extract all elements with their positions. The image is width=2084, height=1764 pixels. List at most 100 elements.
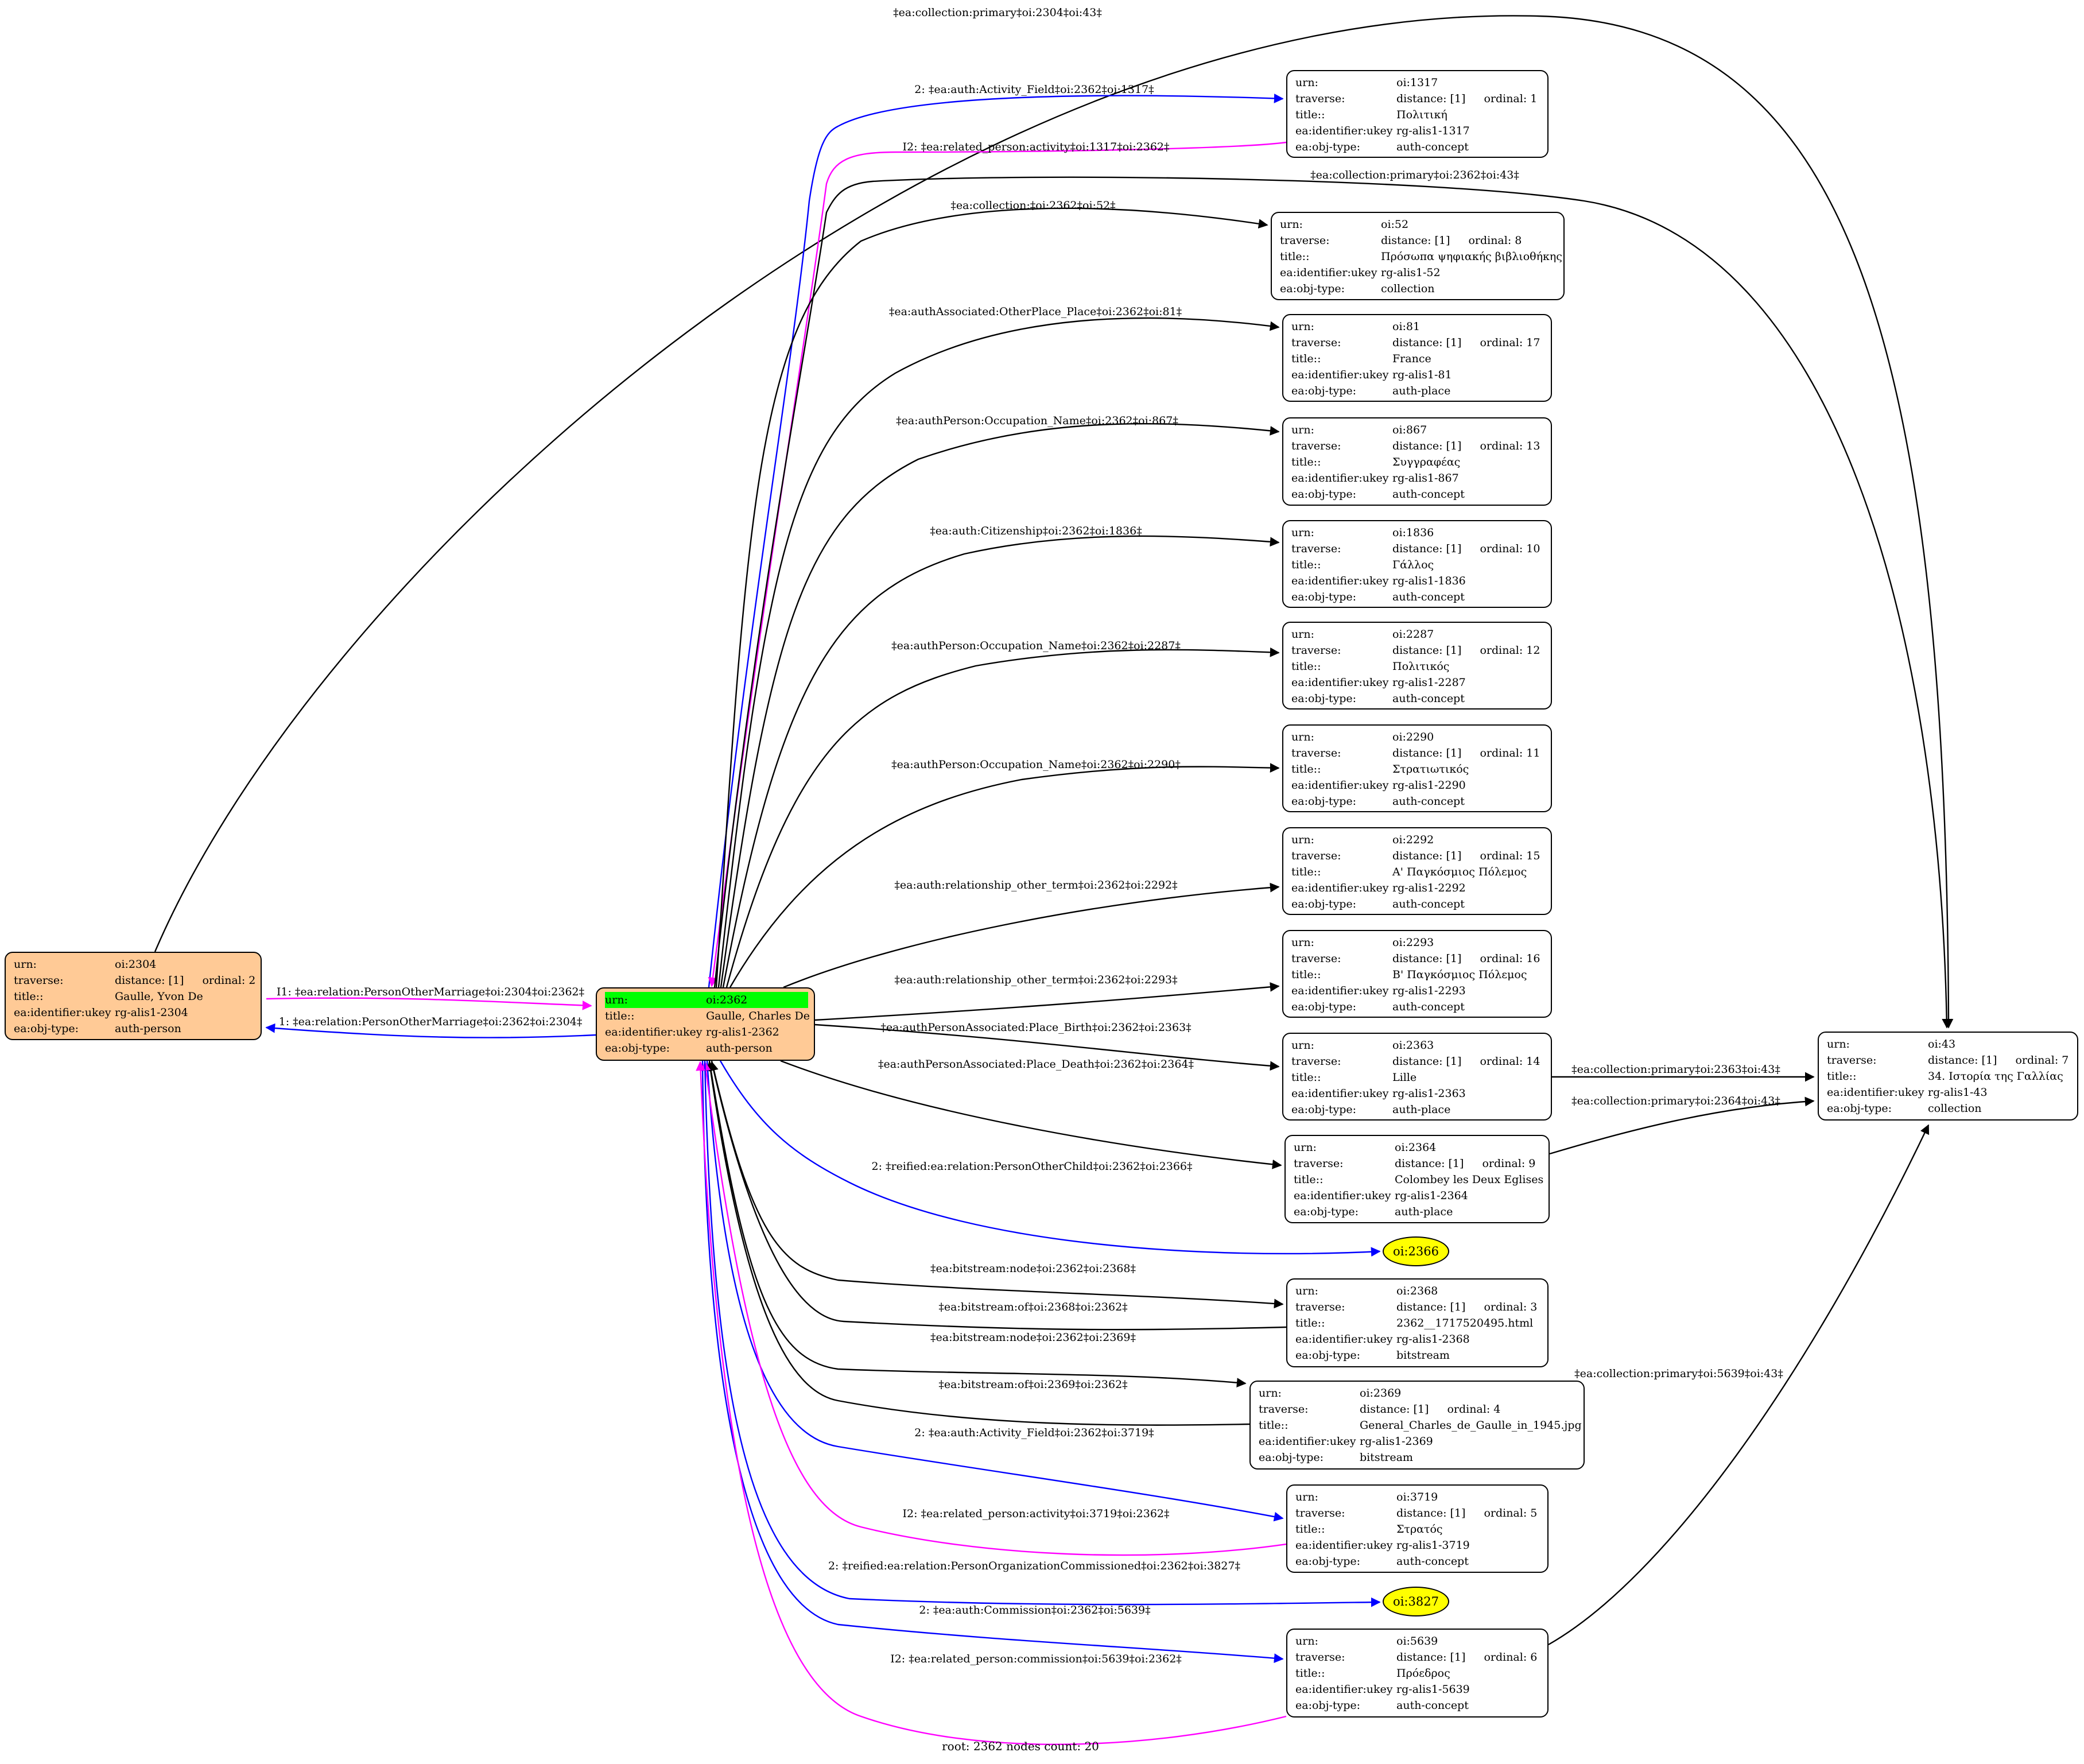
edge-r5639 [696,1061,1287,1745]
node-row: urn:oi:52 [1280,216,1558,232]
field-key: title:: [1295,1667,1325,1680]
node-row: traverse:distance: [1]ordinal: 3 [1295,1299,1542,1315]
field-key: ea:obj-type: [1291,795,1357,808]
field-value: General_Charles_de_Gaulle_in_1945.jpg [1360,1419,1582,1432]
node-row: ea:obj-type:collection [1280,281,1558,297]
field-key: traverse: [1291,336,1341,349]
field-value: oi:5639 [1396,1635,1438,1647]
field-value: oi:2304 [115,958,157,971]
field-value: rg-alis1-2304 [115,1006,188,1019]
edge-label: ‡ea:bitstream:node‡oi:2362‡oi:2368‡ [930,1262,1136,1275]
node-row: ea:obj-type:collection [1827,1100,2071,1116]
field-key: ea:identifier:ukey [1295,1333,1393,1346]
field-value: rg-alis1-2369 [1360,1435,1433,1448]
node-row: traverse:distance: [1]ordinal: 5 [1295,1505,1542,1521]
field-key: traverse: [1280,234,1330,247]
field-value: oi:867 [1392,424,1427,436]
node-row: traverse:distance: [1]ordinal: 7 [1827,1052,2071,1068]
field-key: urn: [1295,1285,1318,1297]
field-key: ea:identifier:ukey [1259,1435,1356,1448]
field-value: Συγγραφέας [1392,456,1461,468]
field-key: ea:obj-type: [1295,141,1361,153]
node-row: title::Γάλλος [1291,557,1545,573]
field-value: distance: [1] [1392,850,1462,862]
node-row: title::France [1291,351,1545,367]
node-row: title::Πολιτική [1295,107,1542,123]
edge-e2287 [725,647,1280,988]
node-row: ea:obj-type:auth-place [1291,1102,1545,1118]
field-value: ordinal: 3 [1484,1301,1538,1313]
field-value: Πολιτικός [1392,660,1450,673]
field-key: ea:obj-type: [1295,1349,1361,1362]
field-value: distance: [1] [1396,1301,1466,1313]
edge-label: I2: ‡ea:related_person:activity‡oi:1317‡… [902,141,1170,153]
field-value: rg-alis1-867 [1392,472,1459,484]
field-value: ordinal: 11 [1480,747,1540,759]
node-row: title::Πολιτικός [1291,658,1545,674]
field-key: ea:obj-type: [1291,1001,1357,1013]
field-key: traverse: [1294,1157,1344,1170]
node-row: urn:oi:5639 [1295,1633,1542,1649]
field-key: title:: [1295,1317,1325,1329]
node-row: traverse:distance: [1]ordinal: 4 [1259,1401,1578,1417]
node-row: traverse:distance: [1]ordinal: 11 [1291,745,1545,761]
edge-e52 [715,207,1268,988]
field-value: auth-person [706,1042,773,1054]
edge-o2368 [709,1061,1287,1331]
field-key: ea:obj-type: [1295,1699,1361,1712]
ellipse-node[interactable]: oi:3827 [1383,1587,1449,1616]
field-value: distance: [1] [1928,1054,1997,1067]
ellipse-node[interactable]: oi:2366 [1383,1236,1449,1266]
edge-label: ‡ea:authPerson:Occupation_Name‡oi:2362‡o… [891,639,1181,652]
field-value: ordinal: 15 [1480,850,1540,862]
field-value: oi:2362 [706,994,748,1006]
field-value: auth-concept [1392,898,1465,910]
field-key: ea:obj-type: [605,1042,670,1054]
field-value: auth-concept [1396,1699,1469,1712]
node-row: ea:obj-type:auth-concept [1291,486,1545,502]
field-value: ordinal: 14 [1480,1055,1540,1068]
node-row: urn:oi:1317 [1295,75,1542,91]
edge-label: ‡ea:authPersonAssociated:Place_Birth‡oi:… [880,1021,1192,1034]
node-row: urn:oi:81 [1291,319,1545,335]
node-row: title::General_Charles_de_Gaulle_in_1945… [1259,1417,1582,1433]
field-value: auth-place [1392,385,1451,397]
node-row: urn:oi:3719 [1295,1489,1542,1505]
field-value: auth-place [1392,1103,1451,1116]
node-row: traverse:distance: [1]ordinal: 13 [1291,438,1545,454]
field-value: rg-alis1-81 [1392,369,1452,381]
field-value: France [1392,352,1431,365]
field-key: traverse: [1291,747,1341,759]
field-value: auth-place [1395,1205,1453,1218]
node-row: title::Πρόσωπα ψηφιακής βιβλιοθήκης [1280,249,1562,265]
field-key: ea:identifier:ukey [1291,369,1389,381]
node-row: urn:oi:43 [1827,1036,2071,1052]
field-key: traverse: [1295,92,1345,105]
field-value: ordinal: 4 [1447,1403,1501,1416]
edge-c2304 [154,15,1954,1029]
